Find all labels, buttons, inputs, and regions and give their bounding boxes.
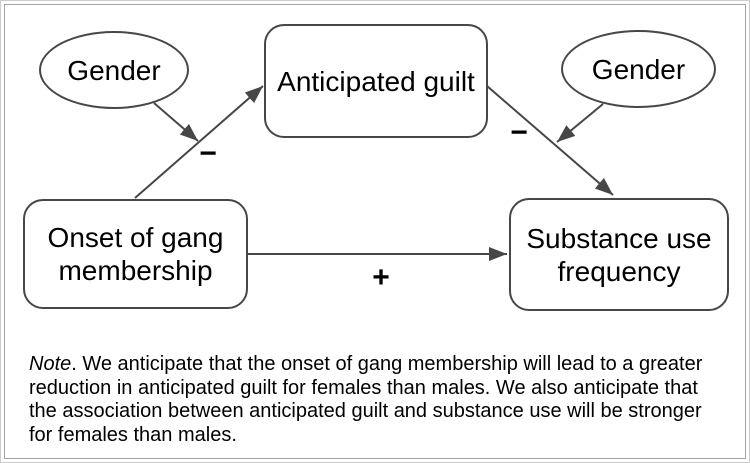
note-line-1-rest: . We anticipate that the onset of gang m… <box>71 353 703 375</box>
note-line-2: reduction in anticipated guilt for femal… <box>29 376 698 399</box>
note-line-3: the association between anticipated guil… <box>29 400 702 422</box>
figure-note: Note. We anticipate that the onset of ga… <box>29 353 729 447</box>
arrow-anticipated-guilt-to-substance <box>486 85 614 196</box>
sign-b-path-negative: − <box>510 116 528 149</box>
node-gender-left-label: Gender <box>67 54 161 86</box>
arrow-gender-right-to-b-path <box>556 103 604 143</box>
sign-c-path-positive: + <box>372 261 390 294</box>
arrow-gender-left-to-a-path <box>153 102 199 142</box>
note-line-1: Note. We anticipate that the onset of ga… <box>29 353 729 377</box>
node-substance-label: Substance use frequency <box>526 222 712 287</box>
node-substance-use-frequency: Substance use frequency <box>509 198 729 311</box>
sign-a-path-negative: − <box>199 137 217 170</box>
note-line-4: for females than males. <box>29 423 237 446</box>
figure-frame <box>4 4 746 459</box>
node-gender-right: Gender <box>561 30 716 108</box>
arrow-onset-to-anticipated-guilt <box>134 85 264 199</box>
node-onset-label: Onset of gang membership <box>47 222 224 286</box>
node-anticipated-guilt-label: Anticipated guilt <box>277 65 475 97</box>
node-gender-left: Gender <box>39 31 189 109</box>
note-label: Note <box>29 353 72 375</box>
node-gender-right-label: Gender <box>591 53 686 85</box>
node-anticipated-guilt: Anticipated guilt <box>264 24 488 138</box>
node-onset-of-gang-membership: Onset of gang membership <box>23 199 248 309</box>
